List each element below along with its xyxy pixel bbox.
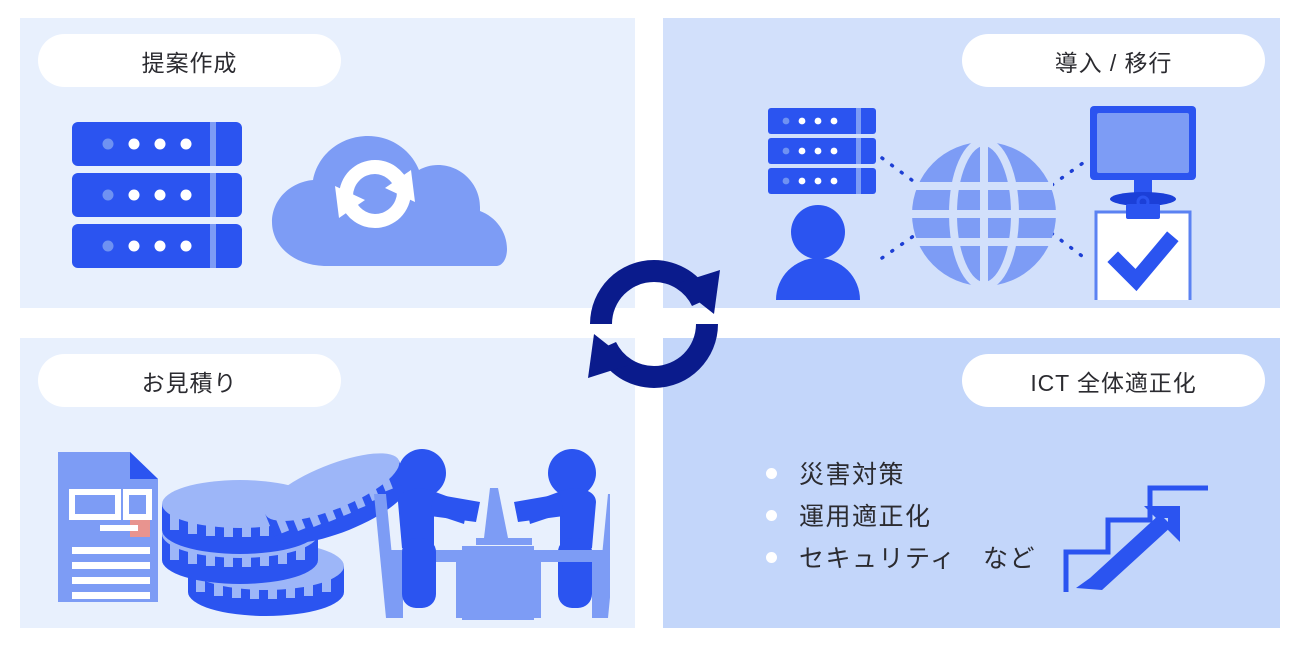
document-icon [58, 452, 158, 602]
quadrant-title-estimate-label: お見積り [141, 369, 238, 396]
estimate-artwork [50, 440, 620, 625]
growth-arrow-glyph [1076, 506, 1180, 590]
list-item-label: 災害対策 [799, 461, 906, 489]
list-item: 災害対策 [766, 452, 1036, 494]
laptop-icon [476, 488, 532, 545]
bullet-dot-icon [766, 467, 777, 479]
cycle-arrows-icon [588, 260, 720, 388]
server-and-cloud-illustration [72, 122, 507, 268]
center-cycle-badge [578, 248, 730, 400]
list-item: セキュリティ など [766, 536, 1036, 578]
network-illustration [768, 106, 1196, 310]
deployment-artwork [760, 100, 1210, 310]
meeting-icon [374, 449, 620, 624]
ict-artwork [1060, 480, 1220, 600]
cloud-sync-icon [272, 136, 507, 266]
ict-bullet-list: 災害対策 運用適正化 セキュリティ など [766, 452, 1036, 578]
server-rack-icon [768, 108, 876, 194]
person-right [514, 449, 596, 608]
quadrant-title-estimate: お見積り [38, 354, 341, 407]
quadrant-title-proposal: 提案作成 [38, 34, 341, 87]
stairs-growth-arrow-icon [1063, 485, 1208, 592]
person-left [398, 449, 480, 608]
list-item: 運用適正化 [766, 494, 1036, 536]
bullet-dot-icon [766, 551, 777, 563]
quadrant-title-proposal-label: 提案作成 [141, 49, 238, 76]
quadrant-title-ict: ICT 全体適正化 [962, 354, 1265, 407]
monitor-icon [1090, 106, 1196, 206]
clipboard-check-icon [1094, 195, 1192, 310]
proposal-artwork [62, 118, 522, 288]
list-item-label: セキュリティ など [799, 545, 1037, 573]
quadrant-title-deployment-label: 導入 / 移行 [1054, 49, 1173, 76]
estimate-illustration [58, 449, 620, 624]
sync-arrows-glyph [335, 159, 415, 229]
coins-icon [162, 453, 409, 616]
quadrant-title-deployment: 導入 / 移行 [962, 34, 1265, 87]
quadrant-title-ict-label: ICT 全体適正化 [1030, 369, 1197, 396]
user-icon [776, 205, 860, 300]
globe-icon [912, 138, 1056, 290]
list-item-label: 運用適正化 [799, 503, 932, 531]
table [462, 546, 534, 624]
server-rack-icon [72, 122, 242, 268]
bullet-dot-icon [766, 509, 777, 521]
